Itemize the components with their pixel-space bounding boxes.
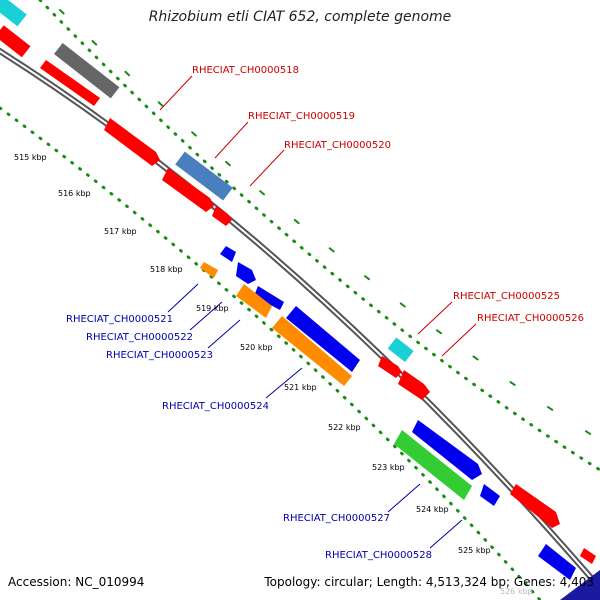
gene-label-0527: RHECIAT_CH0000527 [283, 513, 390, 524]
gene-label-0521: RHECIAT_CH0000521 [66, 314, 173, 325]
tick-label: 524 kbp [416, 505, 449, 514]
gene-blue-528 [480, 484, 500, 506]
tick-label: 515 kbp [14, 153, 47, 162]
tick-label: 523 kbp [372, 463, 405, 472]
gene-label-0522: RHECIAT_CH0000522 [86, 332, 193, 343]
gene-blue-small [220, 246, 236, 262]
gene-red-upper-5 [212, 206, 232, 226]
gene-label-0519: RHECIAT_CH0000519 [248, 111, 355, 122]
gene-blue-522 [254, 286, 284, 310]
gene-label-0520: RHECIAT_CH0000520 [284, 140, 391, 151]
tick-label: 517 kbp [104, 227, 137, 236]
gene-red-upper-2 [40, 60, 100, 106]
tick-labels: 515 kbp 516 kbp 517 kbp 518 kbp 519 kbp … [14, 153, 533, 596]
tick-label: 525 kbp [458, 546, 491, 555]
gene-green-527 [394, 430, 472, 500]
gene-label-0518: RHECIAT_CH0000518 [192, 65, 299, 76]
gene-gray-518 [54, 42, 120, 99]
gene-orange-524 [272, 316, 352, 386]
tick-label: 522 kbp [328, 423, 361, 432]
gene-steelblue-519 [175, 151, 233, 201]
topology-text: Topology: circular; Length: 4,513,324 bp… [264, 575, 594, 589]
gene-label-0528: RHECIAT_CH0000528 [325, 550, 432, 561]
gene-label-0523: RHECIAT_CH0000523 [106, 350, 213, 361]
label-leaders-bottom [167, 283, 463, 549]
gene-orange-521 [200, 262, 218, 278]
gene-red-upper-1 [0, 25, 31, 58]
gene-labels-bottom: RHECIAT_CH0000521 RHECIAT_CH0000522 RHEC… [66, 314, 432, 561]
tick-label: 519 kbp [196, 304, 229, 313]
gene-blue-527 [412, 420, 482, 480]
gene-red-upper-4 [162, 168, 214, 212]
gene-labels-top: RHECIAT_CH0000518 RHECIAT_CH0000519 RHEC… [192, 65, 584, 324]
gene-red-526b [398, 370, 430, 400]
gene-red-upper-3 [104, 118, 160, 166]
gene-label-0525: RHECIAT_CH0000525 [453, 291, 560, 302]
accession-text: Accession: NC_010994 [8, 575, 145, 589]
gene-red-526a [378, 356, 402, 378]
outer-genes [0, 0, 596, 564]
label-leaders-top [159, 75, 477, 357]
outer-dotted-ring [38, 0, 600, 472]
tick-label: 516 kbp [58, 189, 91, 198]
gene-cyan-topleft [0, 0, 27, 27]
gene-red-far [510, 484, 560, 528]
map-title: Rhizobium etli CIAT 652, complete genome [148, 9, 452, 25]
gene-blue-524 [286, 306, 360, 372]
inner-genes [200, 246, 600, 600]
gene-navy-corner [560, 570, 600, 600]
gene-blue-lower [538, 544, 576, 580]
tick-label: 518 kbp [150, 265, 183, 274]
outer-dash-ring [59, 9, 600, 441]
tick-label: 526 kbp [500, 587, 533, 596]
gene-label-0524: RHECIAT_CH0000524 [162, 401, 269, 412]
gene-blue-521 [236, 262, 256, 284]
tick-label: 521 kbp [284, 383, 317, 392]
gene-label-0526: RHECIAT_CH0000526 [477, 313, 584, 324]
tick-label: 520 kbp [240, 343, 273, 352]
gene-cyan-525 [387, 337, 414, 363]
inner-dotted-ring [0, 106, 542, 600]
gene-orange-523 [236, 284, 272, 318]
gene-red-edge [580, 548, 596, 564]
